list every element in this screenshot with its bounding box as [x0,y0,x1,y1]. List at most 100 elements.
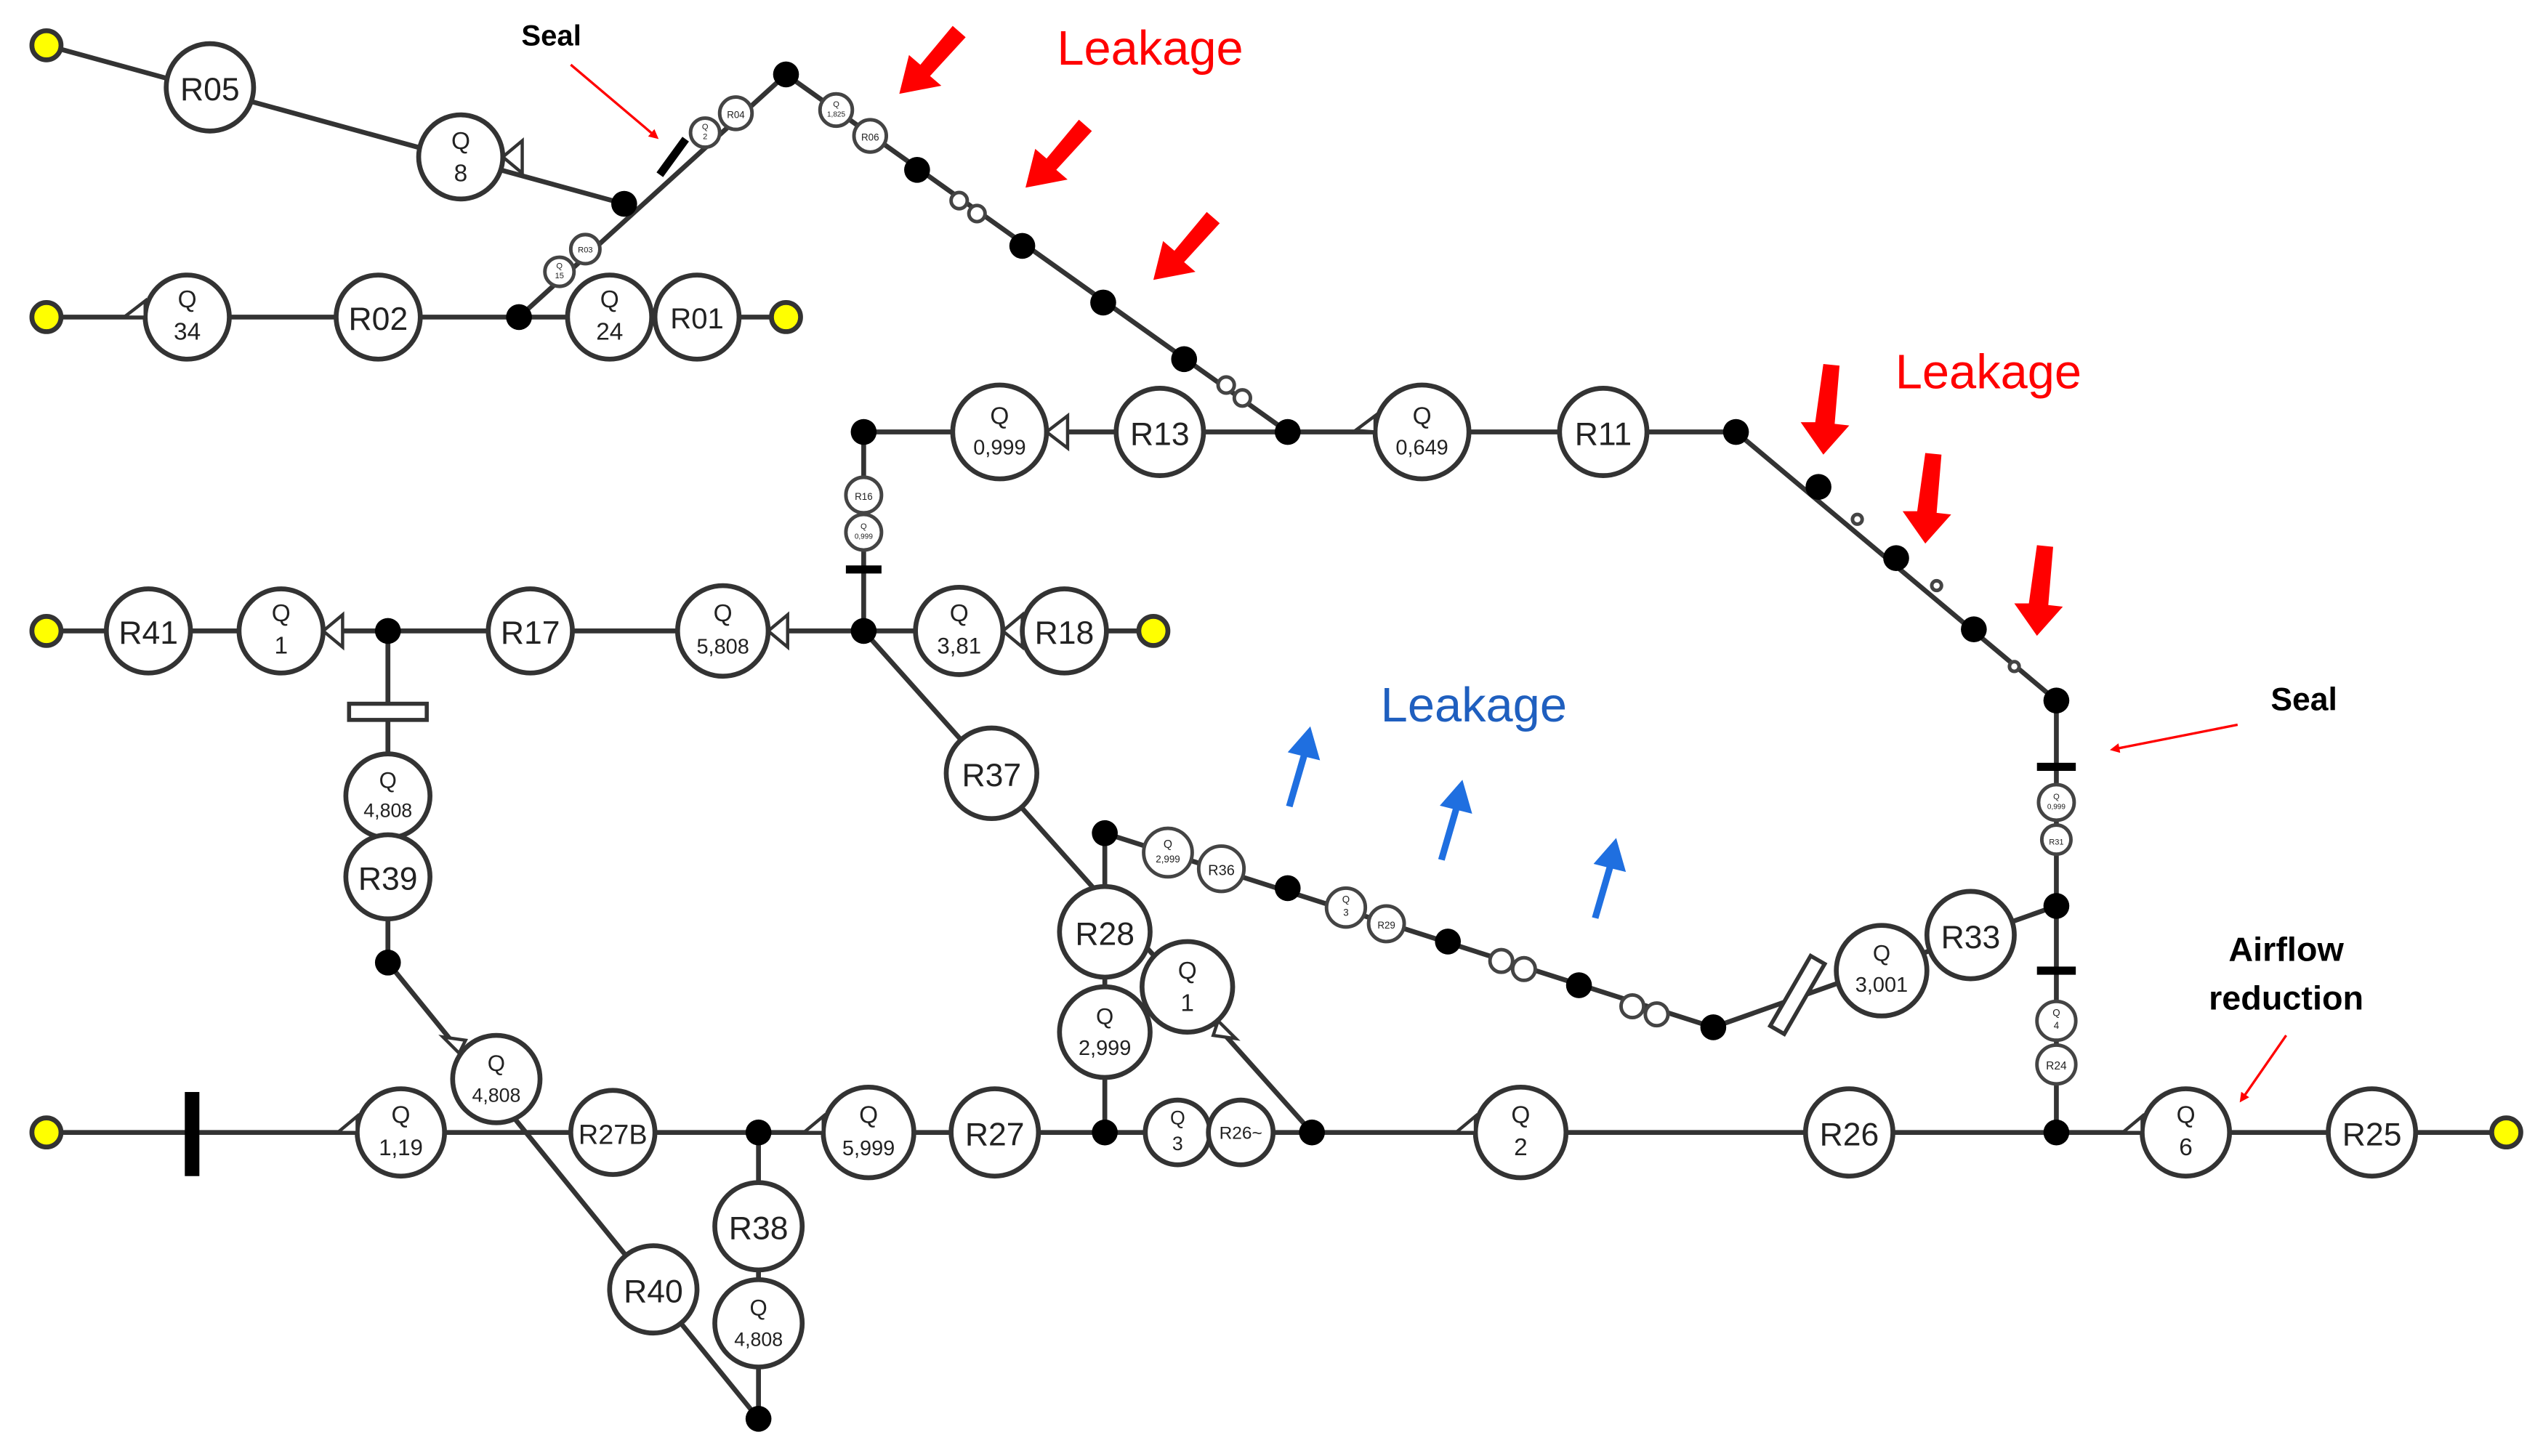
svg-text:1: 1 [1180,990,1194,1017]
svg-text:4: 4 [2054,1020,2060,1031]
svg-text:Q: Q [600,286,619,313]
svg-text:2,999: 2,999 [1079,1037,1131,1060]
svg-text:6: 6 [2179,1134,2193,1161]
svg-text:R33: R33 [1941,920,2001,955]
svg-text:0,999: 0,999 [973,437,1025,460]
svg-text:Q: Q [451,128,470,155]
svg-text:Q: Q [1178,958,1197,984]
svg-text:R06: R06 [861,132,879,143]
seal-bars [185,137,2076,1176]
annotations: Seal Leakage Leakage Leakage Seal Airflo… [521,20,2363,1016]
svg-text:R28: R28 [1075,916,1135,952]
svg-text:Q: Q [1873,941,1890,966]
svg-text:R29: R29 [1377,920,1395,931]
svg-text:2: 2 [1514,1134,1528,1161]
svg-text:4,808: 4,808 [363,799,412,821]
svg-text:R24: R24 [2046,1060,2067,1072]
svg-text:3,001: 3,001 [1855,974,1908,997]
svg-text:0,649: 0,649 [1395,437,1448,460]
red-arrow-icon [1153,211,1220,280]
svg-text:R25: R25 [2342,1117,2402,1152]
svg-text:R27B: R27B [579,1120,648,1150]
seal-label-right: Seal [2270,682,2337,718]
svg-text:15: 15 [555,272,564,280]
red-arrow-icon [1902,453,1951,544]
annotation-pointers [570,63,2287,1103]
svg-text:0,999: 0,999 [855,533,873,541]
leakage-arrows-blue [1286,726,1627,919]
svg-text:Q: Q [2177,1101,2196,1128]
leakage-label-top: Leakage [1057,22,1243,76]
svg-text:R26: R26 [1820,1117,1879,1152]
svg-text:Q: Q [861,522,867,531]
svg-text:Q: Q [1511,1101,1530,1128]
svg-text:Q: Q [2053,793,2060,801]
svg-text:Q: Q [950,600,969,627]
svg-text:Q: Q [178,286,197,313]
svg-text:24: 24 [596,319,623,346]
svg-text:Q: Q [1342,894,1350,905]
terminal-nodes [29,28,2523,1150]
svg-text:R37: R37 [962,758,1021,793]
svg-text:Q: Q [859,1101,878,1128]
svg-text:R11: R11 [1575,416,1632,452]
svg-text:R36: R36 [1208,863,1235,879]
svg-text:R01: R01 [670,303,724,335]
svg-text:1,19: 1,19 [379,1135,423,1160]
blue-arrow-icon [1592,838,1627,919]
blue-arrow-icon [1286,726,1321,808]
svg-text:Q: Q [1164,838,1172,851]
svg-text:Q: Q [272,600,291,627]
svg-text:1: 1 [274,633,288,660]
svg-text:R18: R18 [1035,615,1095,651]
red-arrow-icon [2014,545,2063,636]
svg-text:34: 34 [174,319,201,346]
svg-text:2: 2 [703,132,707,141]
airflow-reduction-label-line1: Airflow [2228,931,2344,968]
svg-text:Q: Q [379,767,397,793]
svg-text:3: 3 [1343,907,1348,918]
svg-text:5,999: 5,999 [842,1137,895,1160]
svg-text:R40: R40 [624,1274,683,1309]
svg-text:R39: R39 [358,862,418,897]
svg-text:R05: R05 [180,72,240,108]
airway-edges [46,43,2507,1420]
svg-text:R13: R13 [1130,416,1190,452]
svg-text:3: 3 [1172,1133,1183,1154]
svg-text:Q: Q [2052,1007,2060,1018]
svg-text:R03: R03 [578,246,592,254]
svg-text:Q: Q [1170,1107,1185,1129]
svg-text:R04: R04 [727,110,745,121]
junction-nodes [374,61,2070,1432]
red-arrow-icon [899,25,966,94]
svg-text:Q: Q [714,600,733,627]
svg-text:4,808: 4,808 [734,1329,783,1351]
svg-text:3,81: 3,81 [937,634,981,659]
svg-text:R17: R17 [501,615,560,651]
svg-text:1,825: 1,825 [827,110,845,118]
svg-text:8: 8 [454,160,468,187]
resistance-elements: R05 Q 8 Q 34 R02 Q 24 R01 Q 0,999 R13 Q … [103,41,2419,1370]
leakage-arrows-red [899,25,2063,636]
svg-text:5,808: 5,808 [696,636,749,659]
red-arrow-icon [1025,119,1092,188]
blue-arrow-icon [1438,780,1472,861]
svg-text:R26~: R26~ [1220,1124,1262,1144]
leakage-label-right: Leakage [1895,345,2081,399]
airflow-reduction-label-line2: reduction [2209,979,2363,1016]
svg-text:R27: R27 [965,1117,1025,1152]
svg-text:Q: Q [990,403,1009,429]
red-arrow-icon [1800,364,1850,455]
svg-text:2,999: 2,999 [1156,854,1180,865]
svg-text:4,808: 4,808 [472,1084,520,1106]
svg-text:R02: R02 [349,302,408,337]
seal-label: Seal [521,20,581,52]
svg-text:R41: R41 [118,615,178,651]
svg-text:R16: R16 [855,491,873,502]
leakage-label-blue: Leakage [1381,679,1567,732]
svg-text:Q: Q [392,1101,411,1128]
svg-text:Q: Q [833,100,839,109]
svg-text:Q: Q [1413,403,1432,429]
svg-text:0,999: 0,999 [2047,803,2066,811]
